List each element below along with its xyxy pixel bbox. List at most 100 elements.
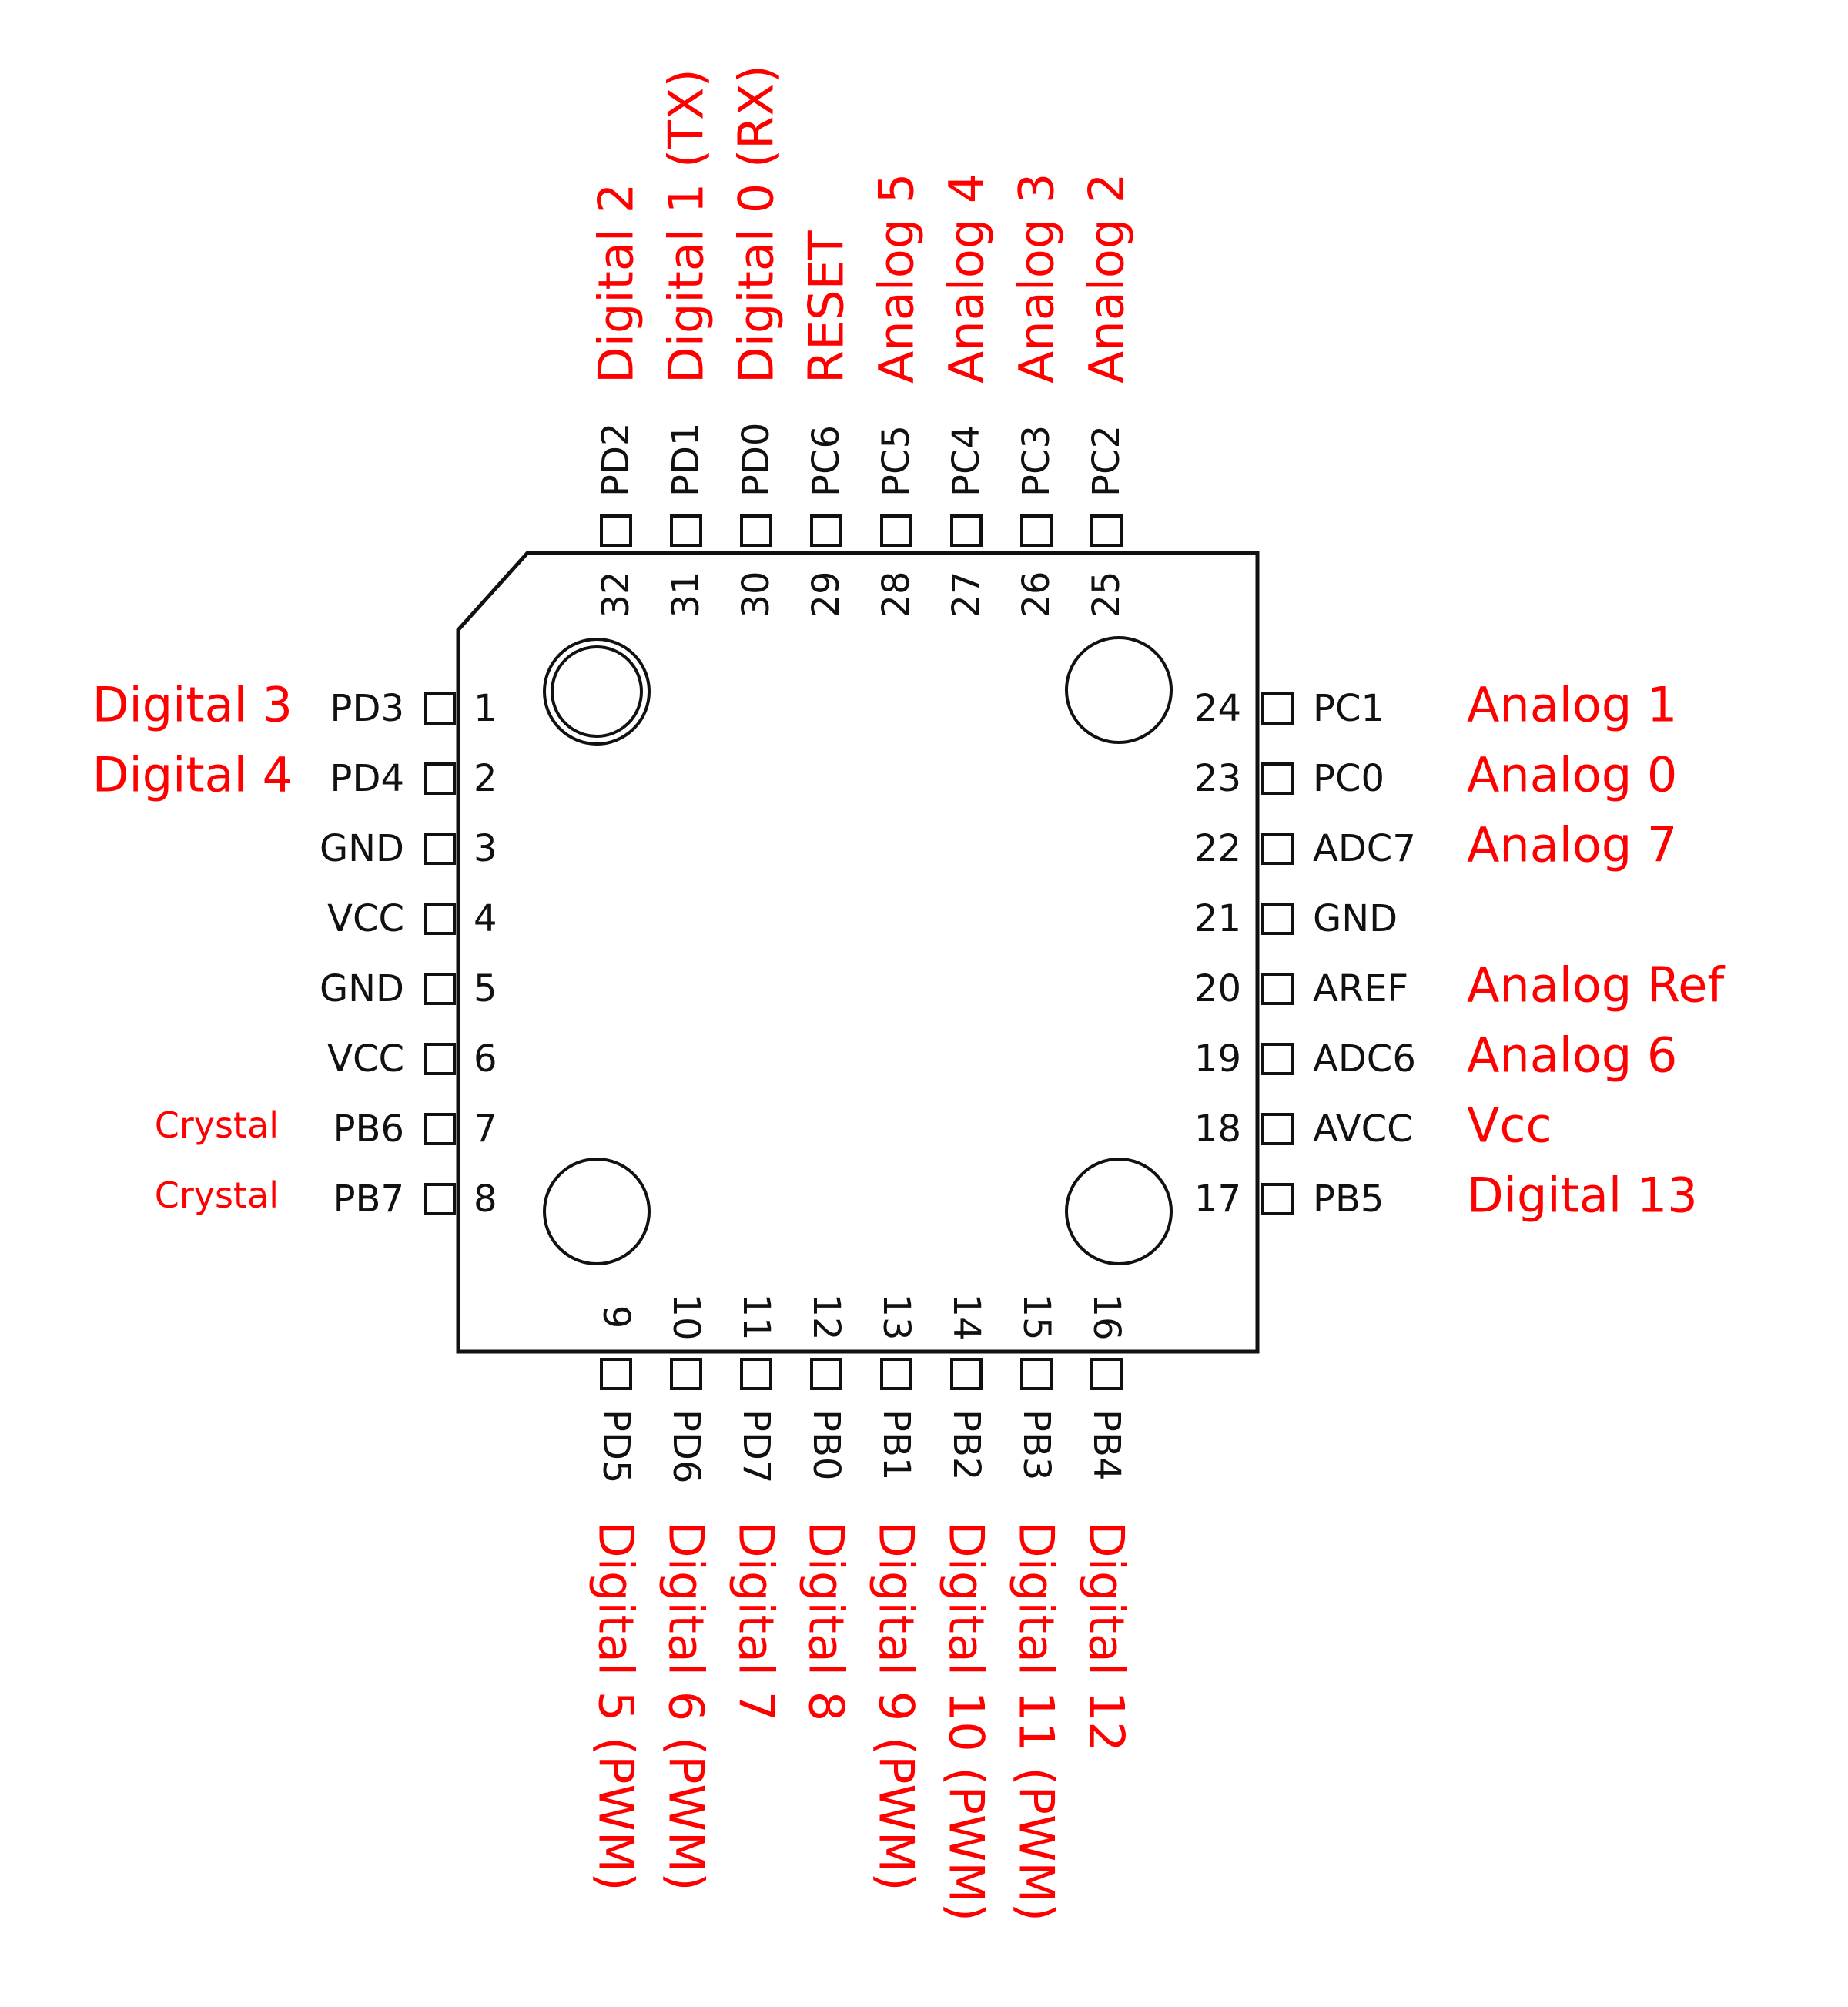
- pin-number-24: 24: [1194, 687, 1241, 730]
- pin-number-15: 15: [1015, 1293, 1058, 1340]
- pin-function-15: Digital 11 (PWM): [1009, 1521, 1065, 1922]
- pin-pad-27: [950, 514, 983, 547]
- pin-number-23: 23: [1194, 757, 1241, 800]
- pin-name-23: PC0: [1313, 757, 1384, 800]
- pin-name-2: PD4: [330, 757, 404, 800]
- pin-name-7: PB6: [333, 1107, 404, 1151]
- pin-function-23: Analog 0: [1467, 747, 1677, 803]
- pin-function-24: Analog 1: [1467, 677, 1677, 733]
- pin-function-14: Digital 10 (PWM): [939, 1521, 995, 1922]
- pin-number-18: 18: [1194, 1107, 1241, 1151]
- pin-pad-18: [1261, 1113, 1294, 1145]
- pin-name-30: PD0: [735, 423, 778, 497]
- pin-function-29: RESET: [798, 230, 855, 384]
- pin-pad-12: [810, 1358, 842, 1390]
- pin-number-4: 4: [474, 897, 497, 940]
- pin-name-18: AVCC: [1313, 1107, 1413, 1151]
- pin-pad-10: [670, 1358, 702, 1390]
- pin-function-10: Digital 6 (PWM): [658, 1521, 715, 1891]
- pin-number-11: 11: [735, 1293, 778, 1340]
- pin-name-13: PB1: [875, 1409, 918, 1480]
- pin-pad-4: [424, 903, 456, 935]
- chip-body: [456, 551, 1260, 1354]
- pin-pad-19: [1261, 1043, 1294, 1075]
- pin-name-6: VCC: [327, 1037, 404, 1081]
- pin-pad-5: [424, 973, 456, 1005]
- pin-function-32: Digital 2: [588, 183, 644, 384]
- pin-number-32: 32: [594, 571, 638, 618]
- pin-function-1: Digital 3: [92, 677, 293, 733]
- pin-name-4: VCC: [327, 897, 404, 940]
- pin-pad-6: [424, 1043, 456, 1075]
- pin-number-31: 31: [665, 571, 708, 618]
- pin-function-30: Digital 0 (RX): [728, 65, 785, 384]
- pin-name-3: GND: [320, 827, 404, 870]
- pin-number-2: 2: [474, 757, 497, 800]
- pin-name-17: PB5: [1313, 1178, 1384, 1221]
- pin-number-7: 7: [474, 1107, 497, 1151]
- pin-pad-20: [1261, 973, 1294, 1005]
- pin-function-18: Vcc: [1467, 1097, 1552, 1154]
- pin-pad-24: [1261, 692, 1294, 725]
- pin-function-27: Analog 4: [939, 173, 995, 384]
- pin-name-32: PD2: [594, 423, 638, 497]
- pin-number-9: 9: [594, 1305, 638, 1329]
- pin-name-5: GND: [320, 967, 404, 1010]
- pin-name-27: PC4: [945, 425, 988, 497]
- pin-name-1: PD3: [330, 687, 404, 730]
- pin-function-8: Crystal: [155, 1174, 279, 1216]
- pin-number-21: 21: [1194, 897, 1241, 940]
- pin-function-25: Analog 2: [1079, 173, 1135, 384]
- pin-pad-28: [880, 514, 912, 547]
- pin-name-11: PD7: [735, 1409, 778, 1483]
- pin-number-27: 27: [945, 571, 988, 618]
- pin-pad-3: [424, 833, 456, 865]
- pin-pad-11: [740, 1358, 772, 1390]
- pin-function-11: Digital 7: [728, 1521, 785, 1721]
- mounting-mark-bottom-left: [543, 1158, 651, 1265]
- pin-pad-16: [1090, 1358, 1123, 1390]
- pin-name-10: PD6: [665, 1409, 708, 1483]
- pin-pad-29: [810, 514, 842, 547]
- pin-number-14: 14: [945, 1293, 988, 1340]
- pin-number-12: 12: [805, 1293, 848, 1340]
- pin-pad-30: [740, 514, 772, 547]
- pin-name-19: ADC6: [1313, 1037, 1416, 1081]
- pin-name-14: PB2: [945, 1409, 988, 1480]
- pin-pad-26: [1020, 514, 1053, 547]
- pin-pad-7: [424, 1113, 456, 1145]
- pin-number-13: 13: [875, 1293, 918, 1340]
- pin-function-16: Digital 12: [1079, 1521, 1135, 1752]
- pin-function-13: Digital 9 (PWM): [869, 1521, 925, 1891]
- pin-name-15: PB3: [1015, 1409, 1058, 1480]
- pin-pad-17: [1261, 1183, 1294, 1215]
- pin-name-25: PC2: [1085, 425, 1128, 497]
- pin-function-7: Crystal: [155, 1104, 279, 1146]
- pin-name-20: AREF: [1313, 967, 1408, 1010]
- pin-number-22: 22: [1194, 827, 1241, 870]
- pin-name-24: PC1: [1313, 687, 1384, 730]
- pin-pad-21: [1261, 903, 1294, 935]
- pin-name-28: PC5: [875, 425, 918, 497]
- pin-name-22: ADC7: [1313, 827, 1416, 870]
- pin-number-17: 17: [1194, 1178, 1241, 1221]
- pin-name-31: PD1: [665, 423, 708, 497]
- pin-name-26: PC3: [1015, 425, 1058, 497]
- pin-function-20: Analog Ref: [1467, 957, 1726, 1014]
- pin-name-12: PB0: [805, 1409, 848, 1480]
- pin-number-1: 1: [474, 687, 497, 730]
- pin-number-28: 28: [875, 571, 918, 618]
- pin-pad-1: [424, 692, 456, 725]
- pin-pad-15: [1020, 1358, 1053, 1390]
- pin-name-29: PC6: [805, 425, 848, 497]
- pin-pad-13: [880, 1358, 912, 1390]
- pin-number-29: 29: [805, 571, 848, 618]
- pin-pad-25: [1090, 514, 1123, 547]
- pin-pad-2: [424, 762, 456, 795]
- pin-pad-22: [1261, 833, 1294, 865]
- mounting-mark-bottom-right: [1065, 1158, 1173, 1265]
- pin-number-19: 19: [1194, 1037, 1241, 1081]
- pin-pad-14: [950, 1358, 983, 1390]
